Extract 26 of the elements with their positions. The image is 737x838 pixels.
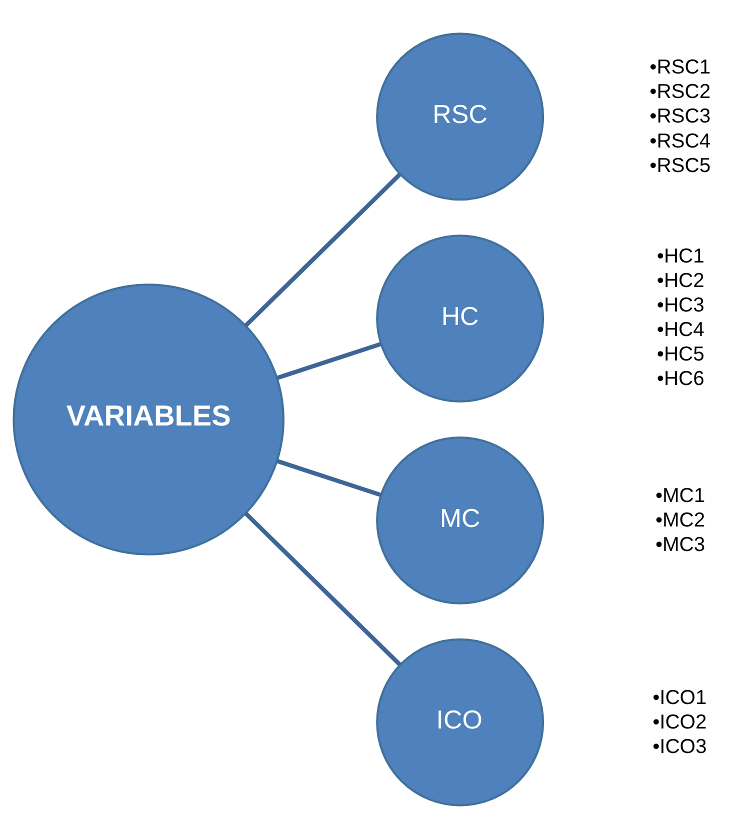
node-label: •MC1 [655,484,706,506]
connector [276,341,382,380]
node-label: •RSC5 [650,154,711,176]
node-circle: ICO [376,638,544,806]
node-label: •HC3 [656,294,704,316]
node-label: •ICO2 [652,710,707,733]
node-label: •RSC1 [650,56,711,78]
node-label: •HC4 [656,318,704,341]
connector [244,511,402,666]
node-label: •RSC4 [650,130,711,152]
node-label: •HC2 [656,270,704,292]
node-circle: VARIABLES [12,283,284,555]
node-circle: HC [376,234,544,402]
node-label: •MC2 [655,508,706,531]
node-circle: RSC [376,32,544,200]
node-label: •HC6 [656,368,704,390]
node-label: •ICO1 [652,686,707,708]
node-circle: MC [376,436,544,604]
node-label: •ICO3 [652,735,707,758]
node-label: •RSC3 [650,105,711,128]
connector [276,458,382,497]
node-label: •RSC2 [650,80,711,103]
node-label: •HC1 [656,245,704,268]
connector [244,172,402,327]
node-label: •HC5 [656,343,704,366]
node-label: •MC3 [655,534,706,556]
